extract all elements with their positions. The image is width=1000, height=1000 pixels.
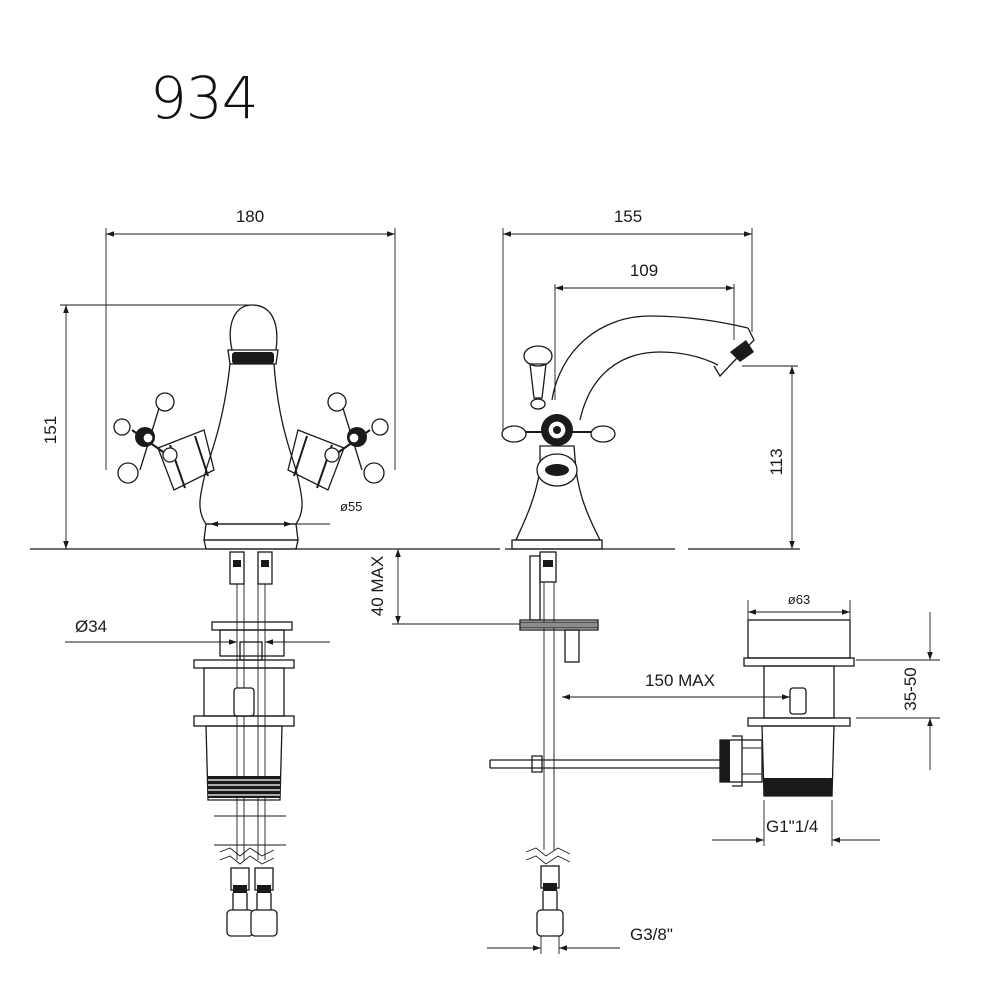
front-view xyxy=(30,304,800,937)
dim-109-label: 109 xyxy=(630,261,658,280)
side-view xyxy=(489,315,755,937)
dim-35-50-label: 35-50 xyxy=(901,667,920,710)
waste-dimensions: ø63 35-50 G1"1/4 xyxy=(712,592,940,846)
dim-151-label: 151 xyxy=(41,416,60,444)
dim-55-label: ø55 xyxy=(340,499,362,514)
thread-hatch-left xyxy=(208,776,280,798)
dim-34-label: Ø34 xyxy=(75,617,107,636)
dim-113-label: 113 xyxy=(767,448,786,475)
dim-40max-label: 40 MAX xyxy=(368,556,387,616)
dim-155-label: 155 xyxy=(614,207,642,226)
side-dimensions: 155 109 113 40 MAX 150 MAX G3/8" xyxy=(368,207,798,954)
dim-g1-label: G1"1/4 xyxy=(766,817,818,836)
waste-detail xyxy=(719,619,855,797)
model-number: 934 xyxy=(150,64,258,132)
dim-180-label: 180 xyxy=(236,207,264,226)
dim-150max-label: 150 MAX xyxy=(645,671,715,690)
dim-g38-label: G3/8" xyxy=(630,925,673,944)
front-dimensions: 180 151 ø55 Ø34 xyxy=(41,207,396,645)
dim-63-label: ø63 xyxy=(788,592,810,607)
